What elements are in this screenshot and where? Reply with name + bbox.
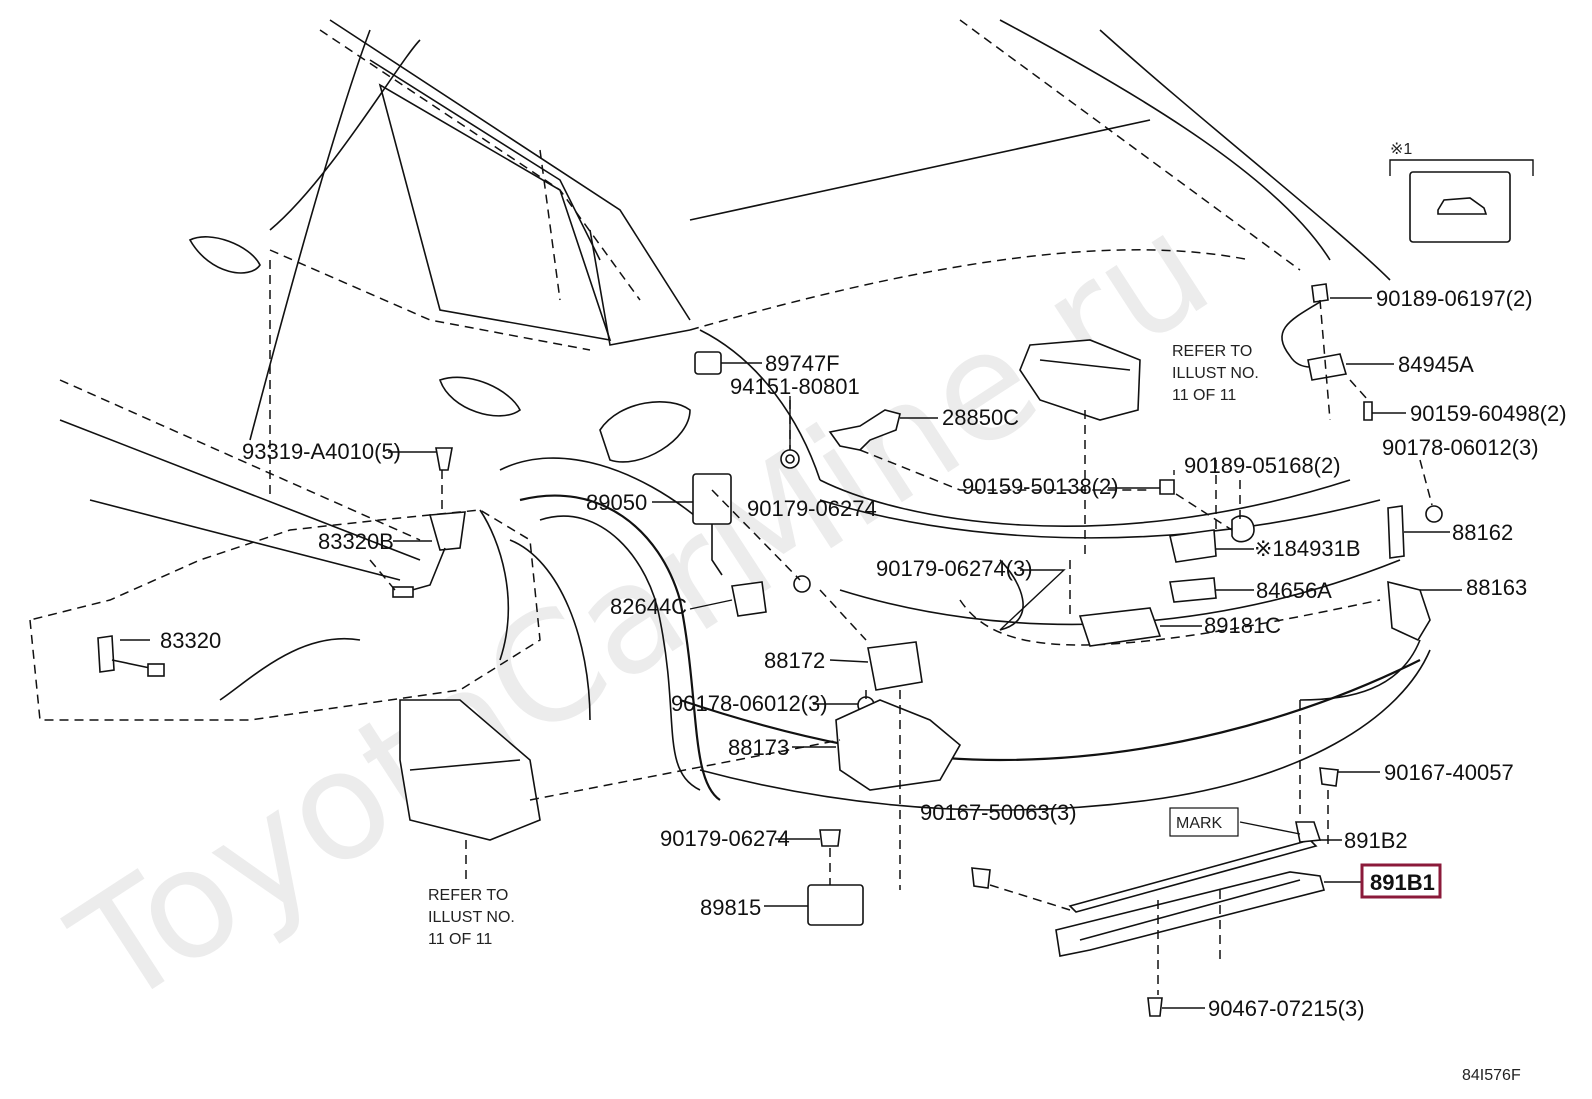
leader-lines: [120, 297, 1462, 1009]
label-90167-50063: 90167-50063(3): [920, 800, 1077, 825]
label-84931B: ※184931B: [1254, 536, 1361, 561]
label-90179-06274-a: 90179-06274: [747, 496, 877, 521]
label-891B2: 891B2: [1344, 828, 1408, 853]
label-90178-06012-a: 90178-06012(3): [671, 691, 828, 716]
label-83320B: 83320B: [318, 529, 394, 554]
label-88162: 88162: [1452, 520, 1513, 545]
label-90159-50138: 90159-50138(2): [962, 474, 1119, 499]
refer-note-top: REFER TO ILLUST NO. 11 OF 11: [1172, 343, 1259, 404]
vehicle-icon-inset: ※1: [1389, 141, 1534, 243]
label-90467-07215: 90467-07215(3): [1208, 996, 1365, 1021]
label-90167-40057: 90167-40057: [1384, 760, 1514, 785]
label-89747F: 89747F: [765, 351, 840, 376]
label-89050: 89050: [586, 490, 647, 515]
label-83320: 83320: [160, 628, 221, 653]
part-relay-box: [399, 699, 541, 841]
label-90159-60498: 90159-60498(2): [1410, 401, 1567, 426]
part-labels: 89747F 94151-80801 28850C 93319-A4010(5)…: [160, 286, 1567, 1021]
label-90178-06012-b: 90178-06012(3): [1382, 435, 1539, 460]
refer-top-line1: REFER TO: [1172, 343, 1252, 360]
label-mark: MARK: [1176, 815, 1223, 832]
label-88173: 88173: [728, 735, 789, 760]
car-trunk-icon: [1437, 197, 1488, 215]
label-89181C: 89181C: [1204, 613, 1281, 638]
label-28850C: 28850C: [942, 405, 1019, 430]
label-88163: 88163: [1466, 575, 1527, 600]
highlight-box-891B1: [1360, 863, 1442, 899]
label-93319-A4010: 93319-A4010(5): [242, 439, 401, 464]
part-housing-top: [1019, 339, 1141, 421]
label-89815: 89815: [700, 895, 761, 920]
part-89747F: [694, 351, 722, 375]
label-891B1: 891B1: [1370, 870, 1435, 895]
refer-bottom-line3: 11 OF 11: [428, 931, 492, 948]
label-94151-80801: 94151-80801: [730, 374, 860, 399]
label-90179-06274-b: 90179-06274: [660, 826, 790, 851]
label-90189-05168: 90189-05168(2): [1184, 453, 1341, 478]
diagram-code: 84I576F: [1462, 1067, 1521, 1084]
refer-top-line3: 11 OF 11: [1172, 387, 1236, 404]
part-shapes: [97, 283, 1443, 1017]
label-82644C: 82644C: [610, 594, 687, 619]
refer-note-bottom: REFER TO ILLUST NO. 11 OF 11: [428, 887, 515, 948]
refer-bottom-line1: REFER TO: [428, 887, 508, 904]
refer-bottom-line2: ILLUST NO.: [428, 909, 515, 926]
refer-top-line2: ILLUST NO.: [1172, 365, 1259, 382]
footnote-mark: ※1: [1390, 141, 1412, 158]
label-90189-06197: 90189-06197(2): [1376, 286, 1533, 311]
label-84656A: 84656A: [1256, 578, 1332, 603]
label-88172: 88172: [764, 648, 825, 673]
label-84945A: 84945A: [1398, 352, 1474, 377]
label-90179-06274-3: 90179-06274(3): [876, 556, 1033, 581]
